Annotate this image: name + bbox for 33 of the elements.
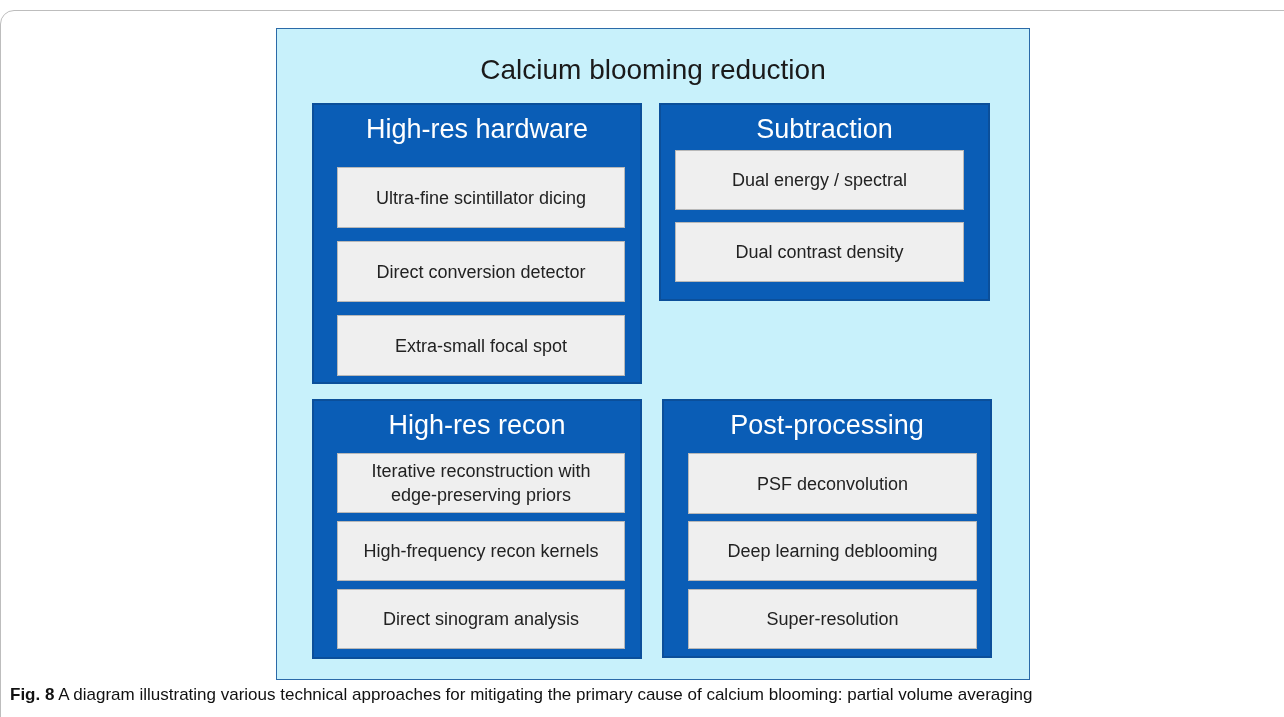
item-label: Dual energy / spectral [731, 169, 908, 192]
item-box [337, 167, 625, 228]
figure-caption: Fig. 8 A diagram illustrating various technical approaches for mitigating the primary cause of calcium blooming: partial volume averaging [10, 684, 1033, 706]
item-box [337, 315, 625, 376]
group-panel [659, 103, 990, 301]
group-heading: Subtraction [755, 113, 894, 146]
item-box [688, 453, 977, 514]
item-label: Extra-small focal spot [394, 334, 568, 358]
item-label: Iterative reconstruction with edge-preserving priors [370, 460, 592, 507]
outer-panel [276, 28, 1030, 680]
item-label: PSF deconvolution [756, 472, 909, 496]
item-label: Super-resolution [766, 608, 899, 631]
item-box [337, 521, 625, 581]
item-label: Direct conversion detector [376, 260, 586, 284]
item-box [337, 453, 625, 513]
item-label: Ultra-fine scintillator dicing [375, 186, 587, 210]
panel-title: Calcium blooming reduction [479, 53, 827, 87]
group-heading: Post-processing [729, 409, 925, 442]
item-label: Direct sinogram analysis [382, 608, 580, 631]
item-label: Dual contrast density [735, 241, 904, 264]
item-box [688, 521, 977, 581]
item-box [688, 589, 977, 649]
group-heading: High-res hardware [364, 113, 590, 146]
item-box [675, 150, 964, 210]
item-box [675, 222, 964, 282]
item-label: High-frequency recon kernels [363, 540, 599, 563]
group-panel [312, 103, 642, 384]
group-panel [662, 399, 992, 658]
group-panel [312, 399, 642, 659]
group-heading: High-res recon [387, 409, 567, 442]
item-box [337, 589, 625, 649]
item-label: Deep learning deblooming [727, 540, 938, 563]
item-box [337, 241, 625, 302]
